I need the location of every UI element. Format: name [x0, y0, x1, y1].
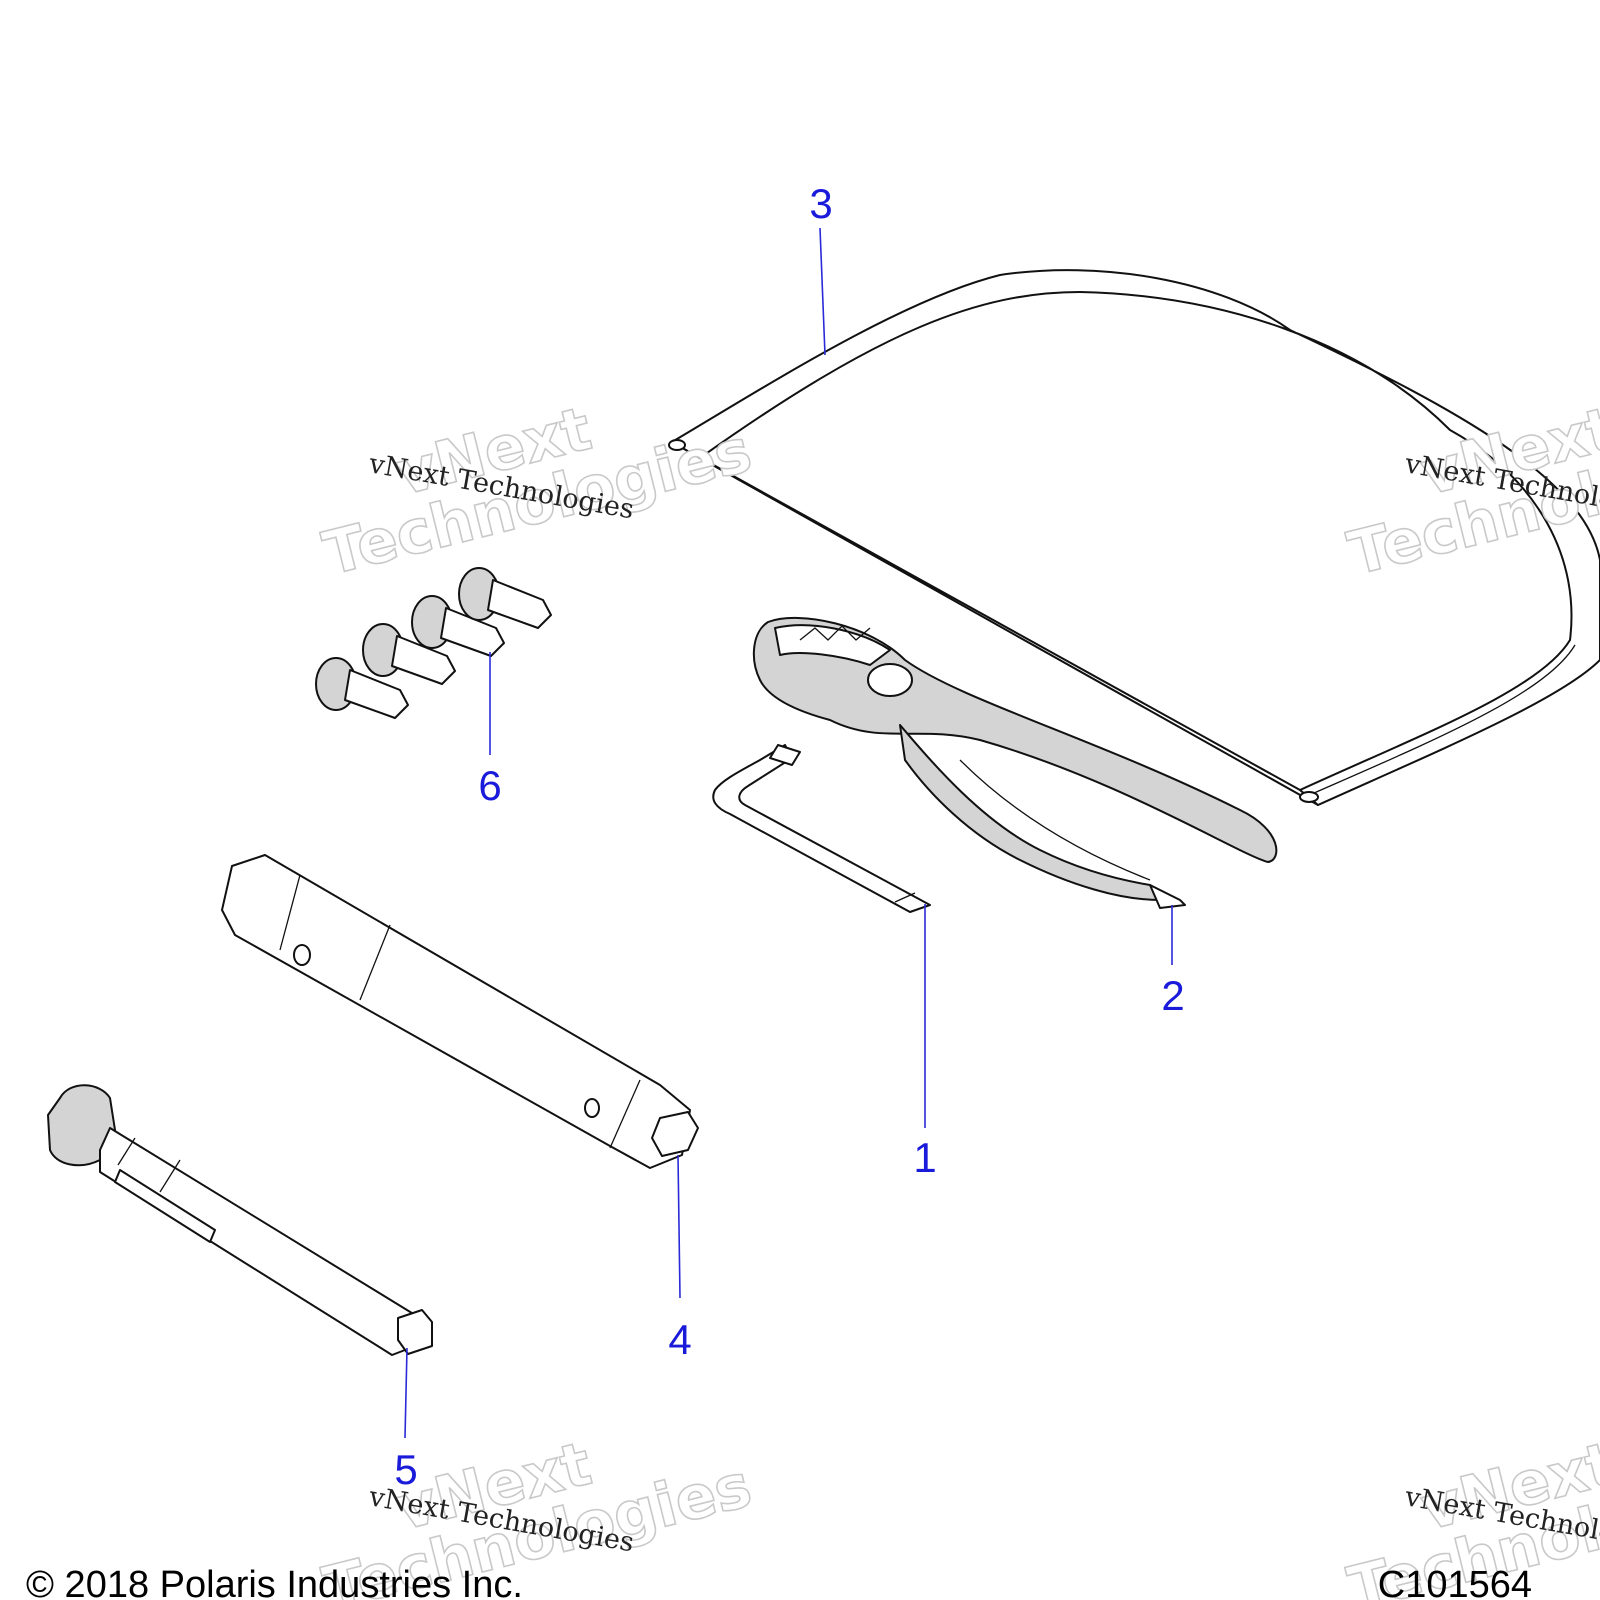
leader-4	[677, 1154, 681, 1299]
callout-2: 2	[1161, 972, 1184, 1019]
push-rivet	[315, 657, 409, 719]
push-rivet	[362, 623, 456, 685]
tool-pouch	[668, 269, 1600, 806]
extension-handle	[47, 1084, 433, 1356]
copyright-text: © 2018 Polaris Industries Inc.	[26, 1564, 523, 1600]
push-rivet	[411, 595, 505, 657]
pliers	[752, 616, 1278, 909]
push-rivet	[458, 567, 552, 629]
callout-1: 1	[913, 1134, 936, 1181]
leader-3	[819, 227, 826, 356]
leader-lines	[404, 227, 1173, 1439]
callout-5: 5	[394, 1446, 417, 1493]
tube-wrench	[221, 854, 699, 1169]
allen-key	[712, 744, 931, 913]
callout-6: 6	[478, 762, 501, 809]
figure-id: C101564	[1378, 1564, 1532, 1600]
callout-3: 3	[809, 180, 832, 227]
leader-5	[404, 1347, 408, 1439]
push-rivets	[315, 567, 552, 719]
callout-4: 4	[668, 1316, 691, 1363]
